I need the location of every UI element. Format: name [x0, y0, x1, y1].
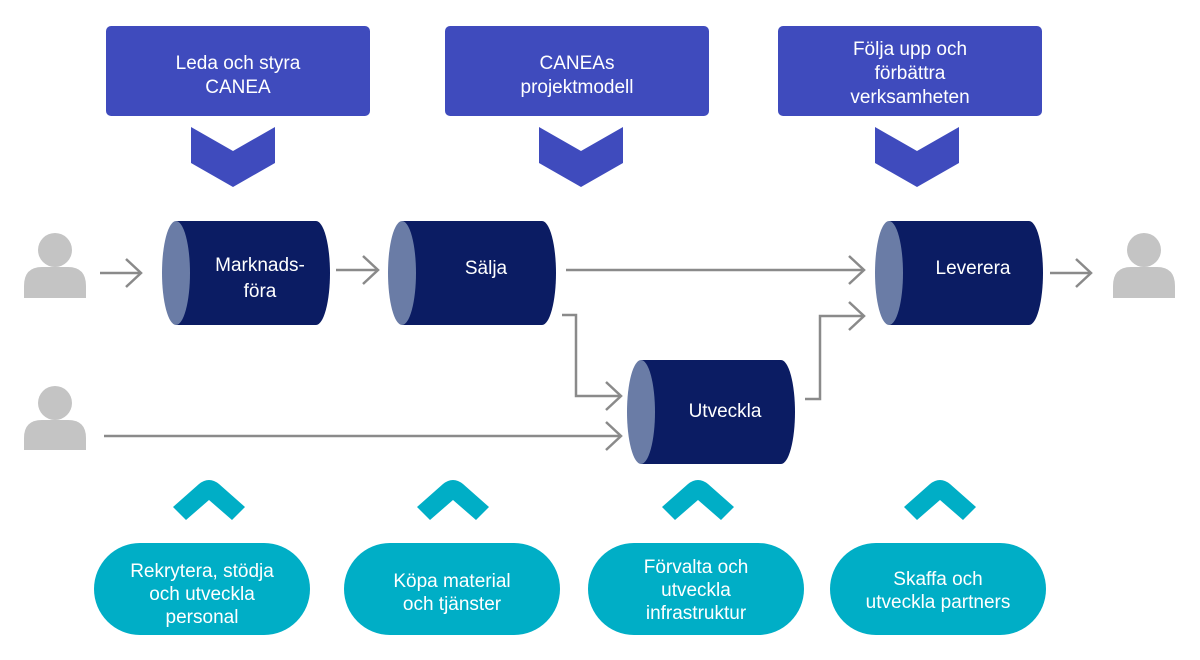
arrow-right-icon — [605, 421, 623, 451]
chevron-up-icon — [417, 480, 489, 520]
support-pill-infrastruktur-line-1: Förvalta och — [644, 557, 749, 578]
chevron-down-icon — [875, 127, 959, 187]
arrow-right-icon — [605, 381, 623, 411]
connectors — [100, 255, 1093, 451]
top-box-projektmodell-line-2: projektmodell — [521, 77, 634, 98]
support-pill-material-line-1: Köpa material — [393, 571, 510, 592]
top-box-projektmodell-line-1: CANEAs — [540, 53, 615, 74]
process-marknadsfora-line-1: Marknads- — [215, 255, 305, 276]
arrow-right-icon — [848, 301, 866, 331]
support-pill-material: Köpa material och tjänster — [344, 543, 560, 635]
person-icon — [1113, 233, 1175, 298]
arrow-right-icon — [848, 255, 866, 285]
support-pill-personal-line-2: och utveckla — [149, 584, 255, 605]
chevron-up-icon — [173, 480, 245, 520]
process-utveckla: Utveckla — [627, 360, 795, 464]
top-box-leda-line-1: Leda och styra — [176, 53, 301, 74]
support-pill-material-line-2: och tjänster — [403, 594, 502, 615]
top-box-folja-upp-line-2: förbättra — [875, 63, 946, 84]
chevron-up-icon — [904, 480, 976, 520]
support-pill-infrastruktur-line-3: infrastruktur — [646, 603, 747, 624]
person-icon — [24, 386, 86, 450]
arrow-right-icon — [1075, 258, 1093, 288]
connector-salja-utveckla — [562, 313, 620, 398]
support-pill-personal-line-3: personal — [166, 607, 239, 628]
arrow-right-icon — [125, 258, 143, 288]
process-utveckla-label: Utveckla — [689, 401, 762, 422]
process-marknadsfora: Marknads- föra — [162, 221, 330, 325]
chevron-up-icon — [662, 480, 734, 520]
person-icon — [24, 233, 86, 298]
top-box-folja-upp-line-1: Följa upp och — [853, 39, 967, 60]
support-pill-partners-line-1: Skaffa och — [893, 569, 982, 590]
top-box-projektmodell: CANEAs projektmodell — [445, 26, 709, 116]
support-pill-infrastruktur-line-2: utveckla — [661, 580, 731, 601]
support-pill-partners-line-2: utveckla partners — [866, 592, 1011, 613]
top-box-folja-upp: Följa upp och förbättra verksamheten — [778, 26, 1042, 116]
top-box-leda-line-2: CANEA — [205, 77, 271, 98]
top-box-leda: Leda och styra CANEA — [106, 26, 370, 116]
connector-utveckla-leverera — [805, 314, 863, 401]
chevron-down-icon — [539, 127, 623, 187]
support-pill-infrastruktur: Förvalta och utveckla infrastruktur — [588, 543, 804, 635]
support-pill-partners: Skaffa och utveckla partners — [830, 543, 1046, 635]
arrow-right-icon — [362, 255, 380, 285]
process-leverera: Leverera — [875, 221, 1043, 325]
process-marknadsfora-line-2: föra — [244, 281, 277, 302]
chevron-down-icon — [191, 127, 275, 187]
process-salja: Sälja — [388, 221, 556, 325]
support-pill-personal: Rekrytera, stödja och utveckla personal — [94, 543, 310, 635]
top-box-folja-upp-line-3: verksamheten — [850, 87, 969, 108]
support-pill-personal-line-1: Rekrytera, stödja — [130, 561, 274, 582]
process-leverera-label: Leverera — [936, 258, 1011, 279]
process-salja-label: Sälja — [465, 258, 508, 279]
